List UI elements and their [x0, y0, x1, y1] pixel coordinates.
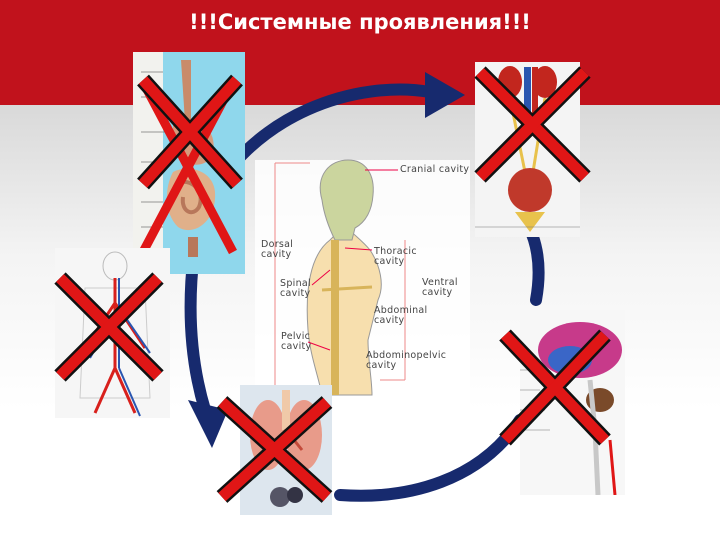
circulatory-cross-icon: [54, 272, 164, 382]
respiratory-cross-icon: [216, 396, 333, 503]
label-ventral-cavity: Ventral cavity: [422, 277, 458, 298]
label-dorsal-cavity: Dorsal cavity: [261, 239, 294, 260]
urinary-cross-icon: [474, 66, 591, 183]
cycle-arrowhead-left: [188, 400, 228, 448]
nervous-cross-icon: [499, 329, 611, 446]
label-spinal-cavity: Spinal cavity: [280, 278, 311, 299]
label-cranial-cavity: Cranial cavity: [400, 164, 470, 175]
body-cavity-figure: [255, 159, 470, 410]
slide-title: !!!Системные проявления!!!: [189, 10, 531, 34]
label-pelvic-cavity: Pelvic cavity: [281, 331, 312, 352]
label-abdominal-cavity: Abdominal cavity: [374, 305, 428, 326]
cycle-arrowhead-top: [425, 72, 465, 118]
digestive-cross-icon: [137, 74, 243, 190]
label-abdominopelvic-cavity: Abdominopelvic cavity: [366, 350, 447, 371]
cycle-arrow-bottom: [334, 414, 526, 502]
label-thoracic-cavity: Thoracic cavity: [374, 246, 417, 267]
